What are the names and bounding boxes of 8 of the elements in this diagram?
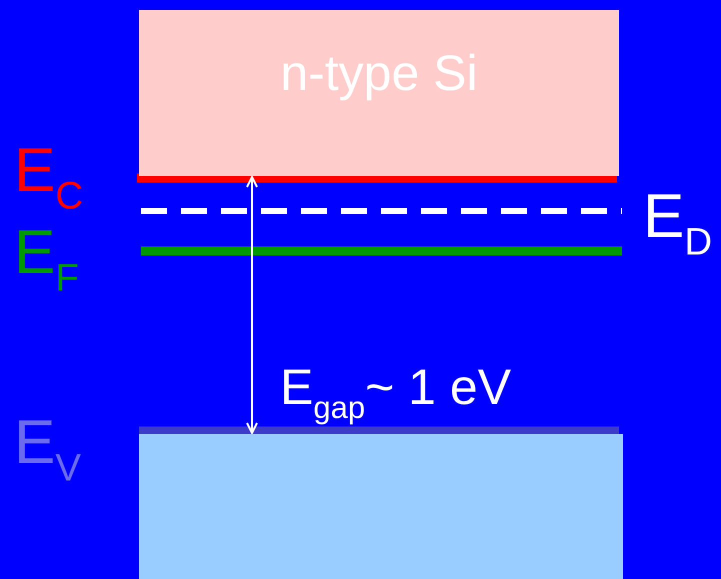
energy-level-label: E$_{V}$	[14, 412, 81, 488]
valence-band-box	[139, 434, 623, 579]
energy-level-label: E$_{C}$	[14, 140, 84, 216]
gap-energy-label: E$_{gap}$~ 1 eV	[280, 362, 512, 423]
double-arrow	[246, 176, 258, 434]
energy-level-label: E$_{F}$	[14, 222, 79, 298]
energy-level-label: E$_{D}$	[643, 186, 712, 262]
conduction-band-box	[139, 10, 619, 176]
